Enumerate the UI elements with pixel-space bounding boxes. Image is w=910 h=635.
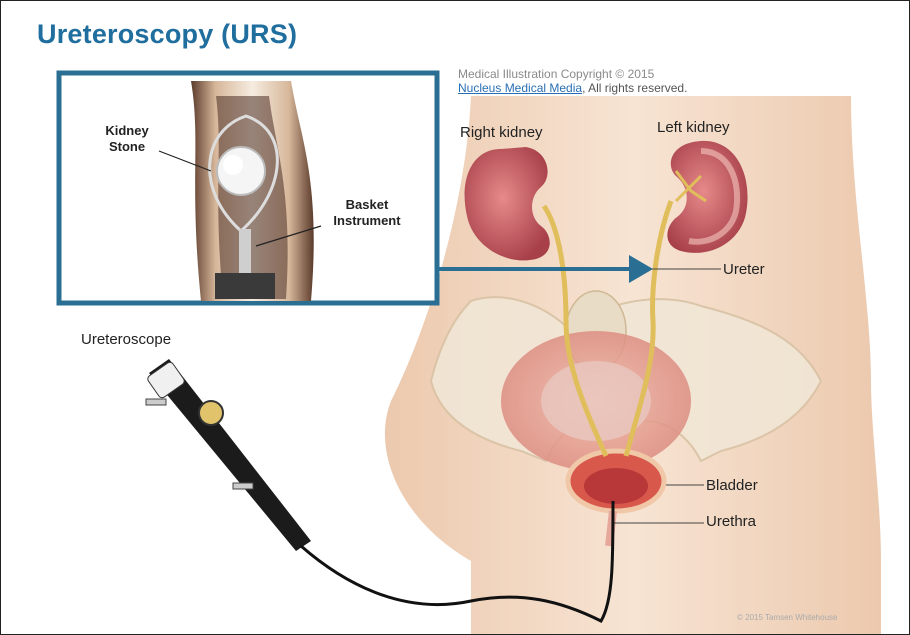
page-title: Ureteroscopy (URS) [37,19,297,50]
kidney-stone-line-2: Stone [97,139,157,155]
label-bladder: Bladder [706,477,758,494]
label-basket-instrument: Basket Instrument [317,197,417,229]
copyright-line-1: Medical Illustration Copyright © 2015 [458,67,687,81]
kidney-stone-line-1: Kidney [97,123,157,139]
label-ureter: Ureter [723,261,765,278]
illustrator-credit: © 2015 Tamsen Whitehouse [737,613,877,622]
basket-line-1: Basket [317,197,417,213]
nucleus-link[interactable]: Nucleus Medical Media [458,81,582,95]
copyright-rights: , All rights reserved. [582,81,687,95]
label-urethra: Urethra [706,513,756,530]
basket-line-2: Instrument [317,213,417,229]
label-right-kidney: Right kidney [460,124,543,141]
label-ureteroscope: Ureteroscope [81,331,171,348]
label-left-kidney: Left kidney [657,119,730,136]
label-kidney-stone: Kidney Stone [97,123,157,155]
inset-panel [59,73,437,303]
copyright-notice: Medical Illustration Copyright © 2015 Nu… [458,67,687,95]
